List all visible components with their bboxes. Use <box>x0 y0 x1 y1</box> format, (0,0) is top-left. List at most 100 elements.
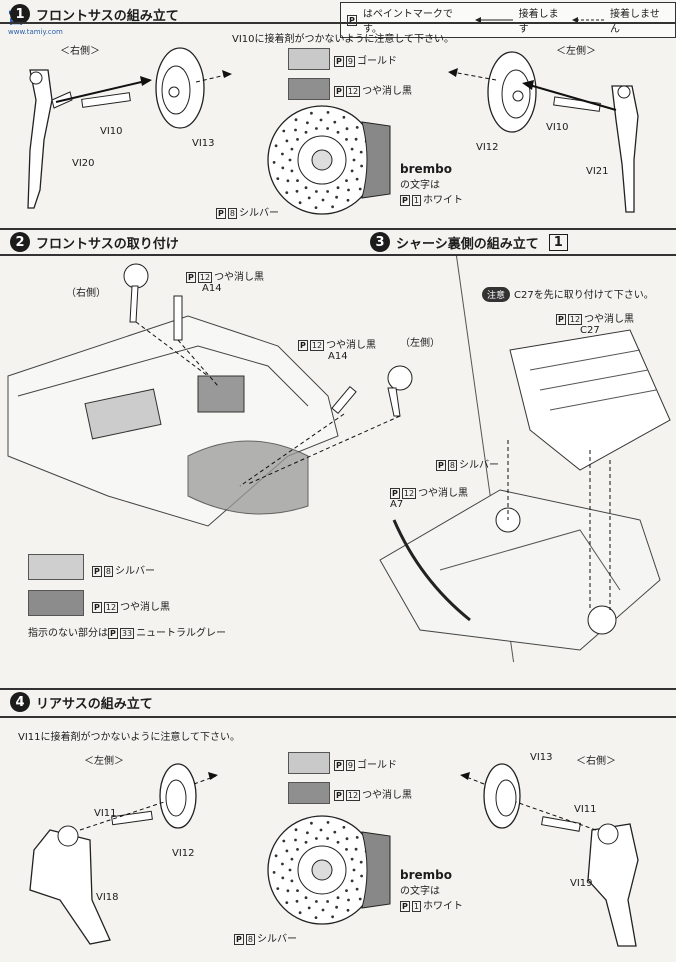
disc-hole <box>281 876 285 880</box>
part-vi20: VI20 <box>72 158 95 169</box>
disc-hole <box>290 879 294 883</box>
step2-title-rule <box>0 254 676 256</box>
part-vi13: VI13 <box>192 138 215 149</box>
step3-header: 3 シャーシ裏側の組み立て 1 <box>370 232 568 252</box>
disc-hole <box>359 860 363 864</box>
disc-hole <box>310 821 313 825</box>
step4-note: VI11に接着剤がつかないように注意して下さい。 <box>18 732 241 743</box>
step2-title: フロントサスの取り付け <box>36 236 179 252</box>
disc-hole <box>304 840 308 844</box>
step3-underside-drawing <box>379 329 671 651</box>
step2-header: 2 フロントサスの取り付け <box>10 232 179 252</box>
disc-hole <box>360 874 363 878</box>
disc-hole <box>319 828 323 832</box>
disc-hole <box>350 147 354 151</box>
disc-hole <box>336 186 340 190</box>
part-vi10-left: VI10 <box>546 122 569 133</box>
disc-hole <box>274 854 278 858</box>
disc-hole <box>296 179 299 182</box>
step2-right: （右側） <box>66 288 106 299</box>
step4-brembo-text: brembo <box>400 868 452 882</box>
step1-number: 1 <box>10 4 30 24</box>
step4-number: 4 <box>10 692 30 712</box>
step2-swatch-silver <box>28 554 84 580</box>
disc-hole <box>298 911 302 915</box>
disc-hole <box>306 121 309 125</box>
disc-hole <box>342 115 346 119</box>
step1-brake-disc-drawing <box>267 105 391 215</box>
step3-title: シャーシ裏側の組み立て <box>396 236 539 252</box>
disc-hole <box>345 179 348 182</box>
disc-hole <box>298 201 302 205</box>
disc-hole <box>342 825 346 829</box>
part-vi11-left: VI11 <box>94 808 117 819</box>
disc-hole <box>345 889 348 892</box>
disc-hole <box>347 898 350 902</box>
disc-hole <box>336 896 340 900</box>
step4-brembo-sub: の文字は <box>400 886 440 897</box>
disc-hole <box>350 879 354 883</box>
step4-right-rear-suspension-drawing <box>460 763 639 947</box>
disc-hole <box>307 906 311 910</box>
disc-hole <box>321 198 325 202</box>
part-vi21: VI21 <box>586 166 609 177</box>
part-vi12: VI12 <box>476 142 499 153</box>
disc-hole <box>288 868 292 872</box>
p-mark-icon: P <box>347 14 357 26</box>
disc-hole <box>355 126 359 129</box>
solid-arrow-icon <box>474 17 513 23</box>
watermark-site: www.tamiy.com <box>8 28 63 36</box>
disc-hole <box>281 166 285 170</box>
brembo-sub: の文字は <box>400 180 440 191</box>
disc-hole <box>294 128 297 132</box>
disc-hole <box>346 198 350 202</box>
disc-hole <box>355 887 359 891</box>
disc-hole <box>326 127 329 130</box>
disc-hole <box>358 897 362 901</box>
step4-brake-disc-drawing <box>267 815 391 925</box>
disc-hole <box>272 161 276 164</box>
disc-hole <box>333 830 337 834</box>
disc-hole <box>272 871 276 874</box>
step2-chassis-drawing <box>7 263 413 527</box>
disc-hole <box>281 152 284 156</box>
part-vi19: VI19 <box>570 878 593 889</box>
disc-hole <box>290 169 294 173</box>
disc-hole <box>355 177 359 181</box>
disc-hole <box>326 190 329 193</box>
disc-hole <box>315 900 318 903</box>
step4-top-rule <box>0 688 676 690</box>
step1-top-rule <box>0 22 676 24</box>
legend-glue: 接着します <box>518 9 559 35</box>
disc-hole <box>350 169 354 173</box>
disc-hole <box>306 831 309 835</box>
part-vi12-rear: VI12 <box>172 848 195 859</box>
disc-hole <box>290 857 294 861</box>
disc-hole <box>321 908 325 912</box>
disc-hole <box>304 896 308 900</box>
part-vi18: VI18 <box>96 892 119 903</box>
step1-right-front-suspension-drawing <box>27 47 232 209</box>
disc-hole <box>360 164 363 168</box>
step3-number: 3 <box>370 232 390 252</box>
step4-swatch-flat-black <box>288 782 330 804</box>
disc-hole <box>345 127 349 131</box>
disc-hole <box>286 889 290 893</box>
disc-hole <box>331 205 334 209</box>
step2-top-rule <box>0 228 676 230</box>
disc-hole <box>358 187 362 191</box>
disc-hole <box>285 139 289 143</box>
disc-hole <box>315 127 318 130</box>
disc-hole <box>281 862 284 866</box>
disc-hole <box>314 916 318 919</box>
